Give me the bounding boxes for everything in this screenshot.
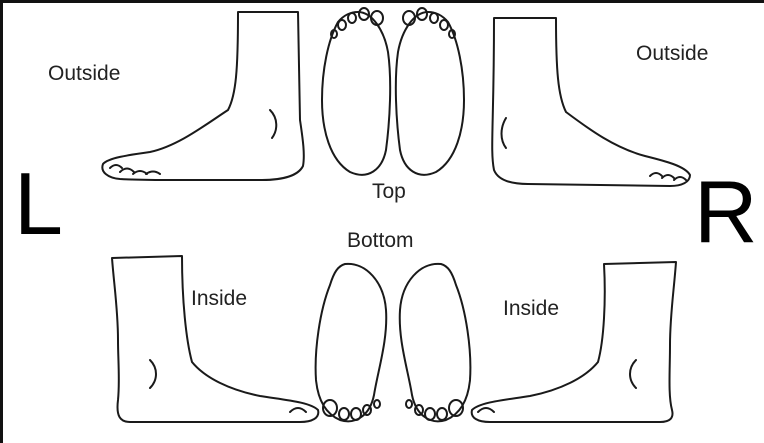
- right-foot-inside-view: [472, 262, 676, 422]
- label-top: Top: [372, 180, 406, 204]
- letter-left: L: [14, 160, 63, 248]
- label-right-inside: Inside: [503, 297, 559, 321]
- label-left-outside: Outside: [48, 62, 120, 86]
- left-foot-inside-view: [112, 256, 318, 422]
- label-right-outside: Outside: [636, 42, 708, 66]
- top-view-feet: [322, 8, 464, 175]
- bottom-view-feet: [316, 264, 471, 421]
- left-foot-outside-view: [102, 12, 303, 180]
- label-left-inside: Inside: [191, 287, 247, 311]
- letter-right: R: [694, 168, 758, 256]
- label-bottom: Bottom: [347, 229, 414, 253]
